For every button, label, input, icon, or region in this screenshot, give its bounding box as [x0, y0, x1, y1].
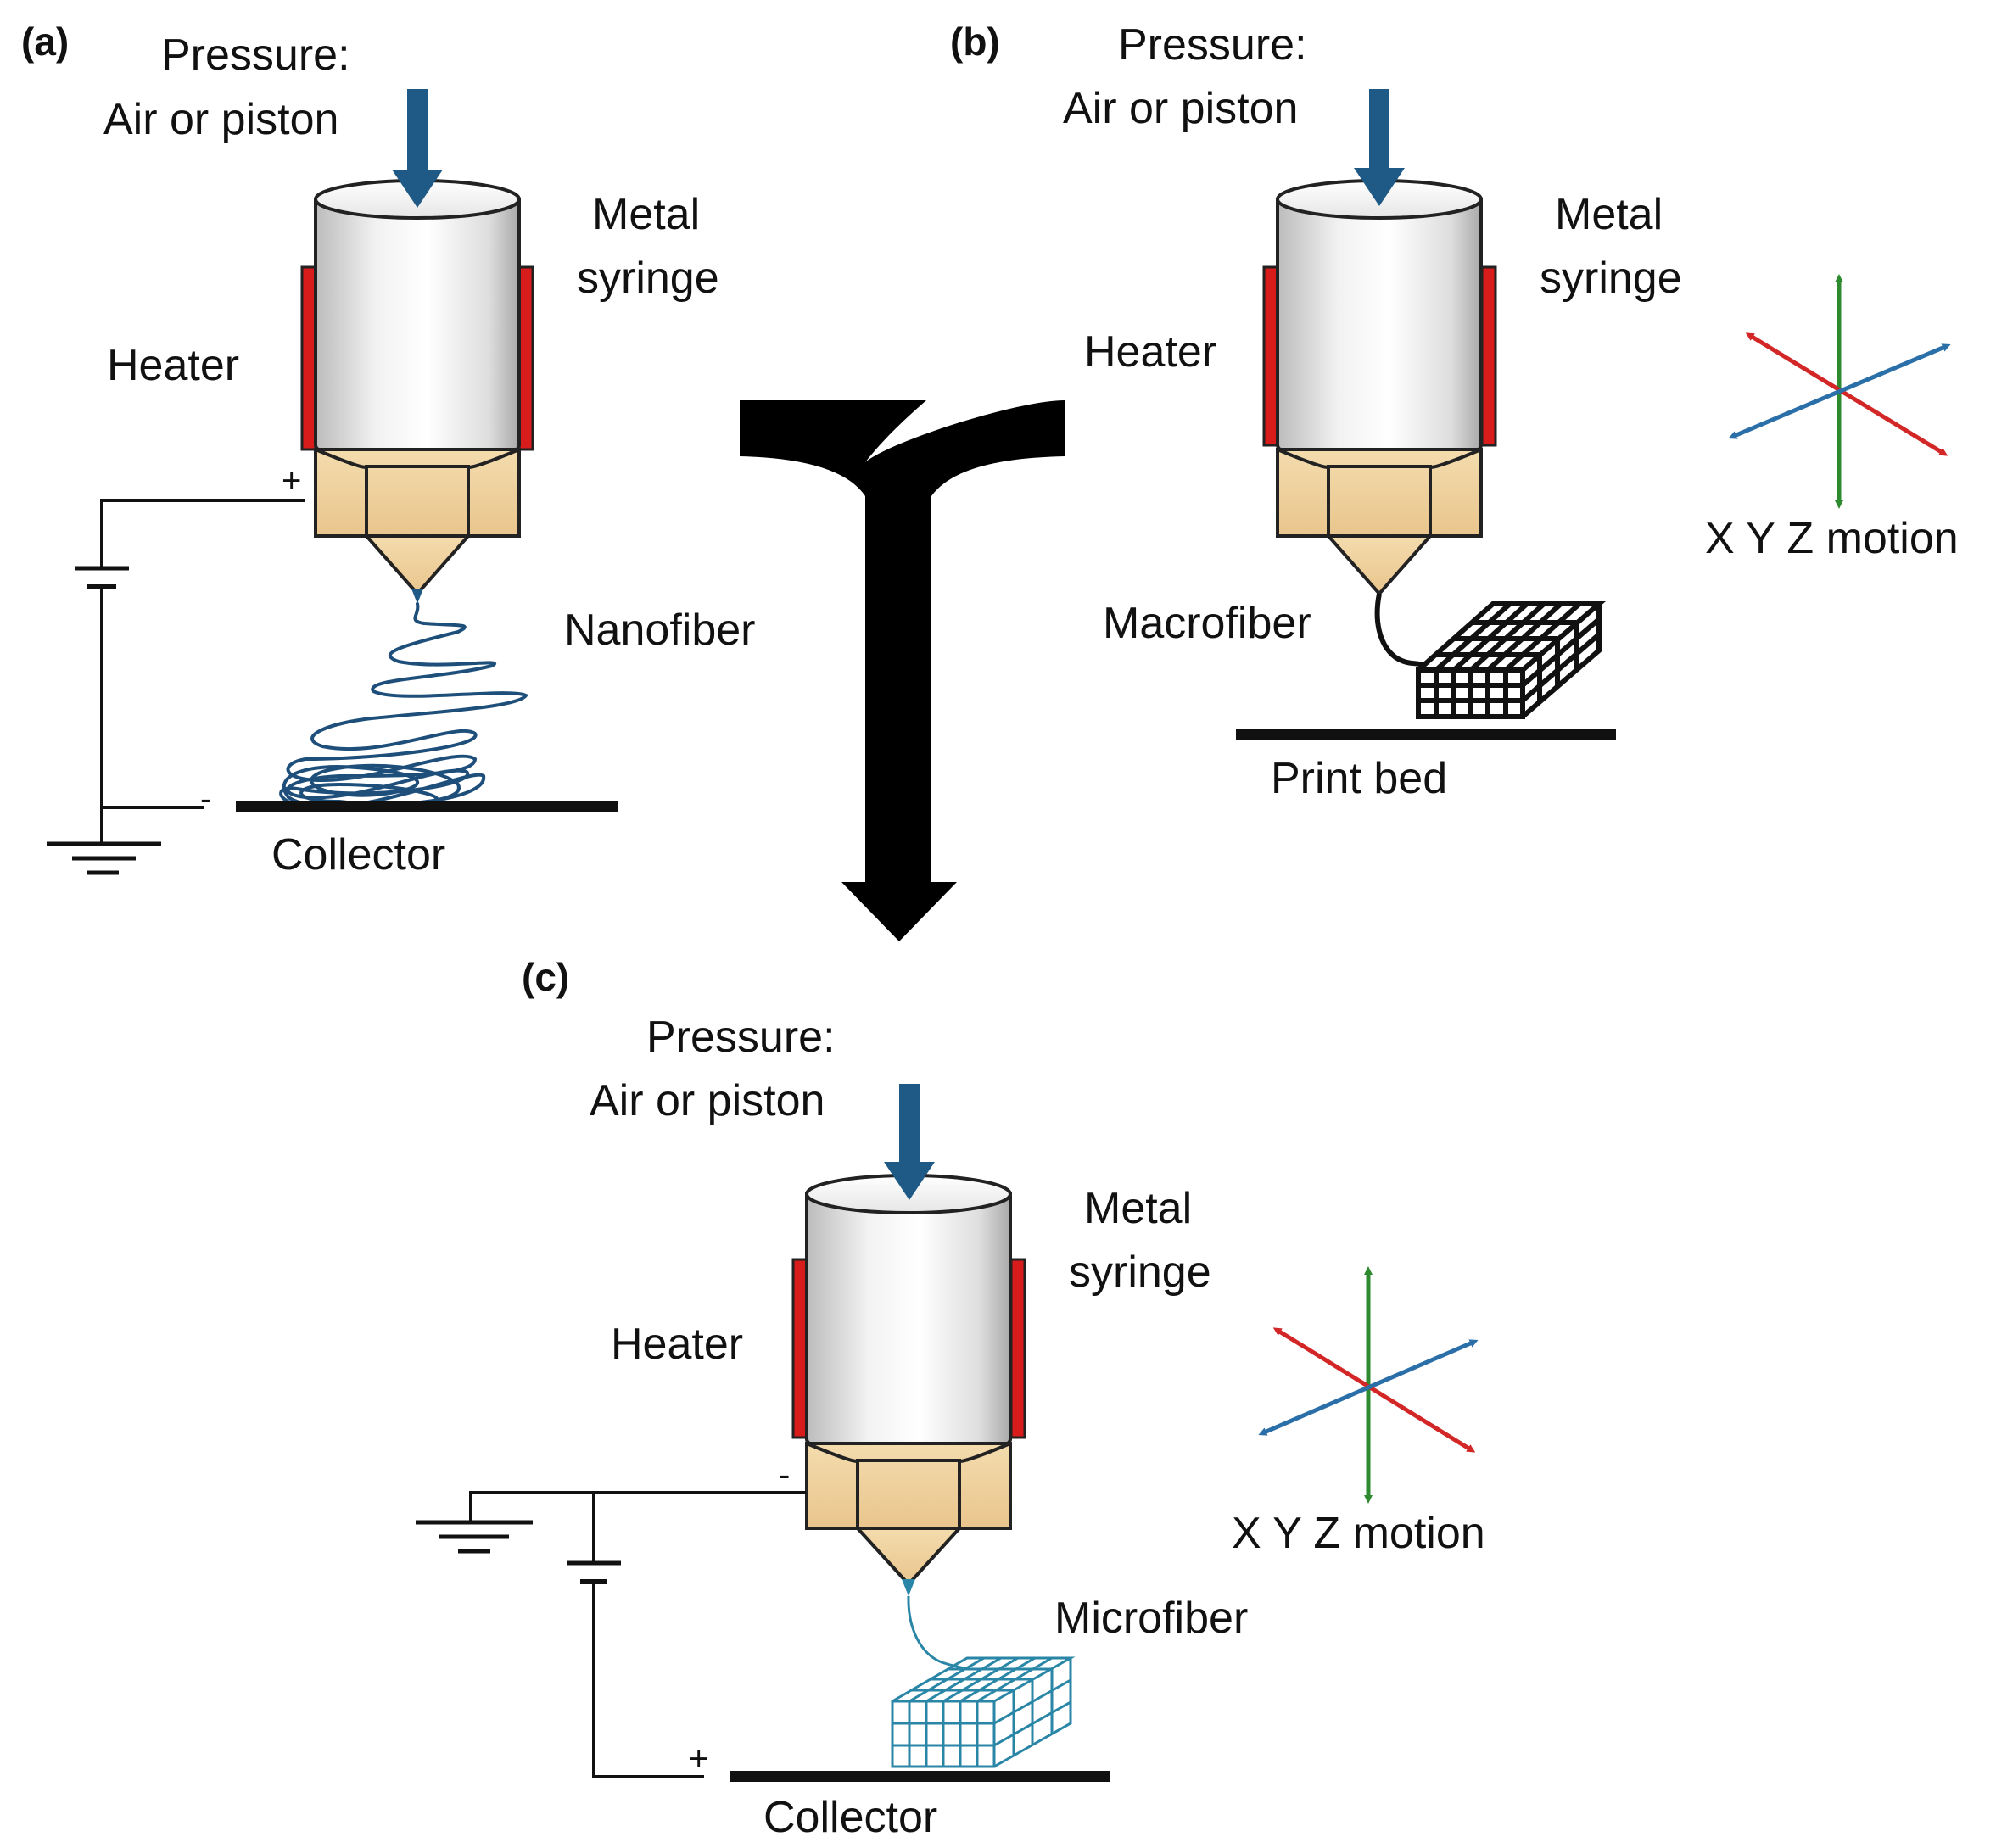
- panel-a-heater-right: [517, 265, 534, 451]
- panel-b-syringe-line2: syringe: [1540, 254, 1682, 303]
- panel-b-syringe: [1262, 179, 1497, 597]
- merge-arrow: [740, 400, 1065, 941]
- panel-a-syringe-body: [314, 198, 521, 466]
- panel-c-heater-right: [1009, 1258, 1026, 1439]
- panel-a-heater-label: Heater: [107, 341, 239, 390]
- panel-a-collector-plate: [236, 801, 618, 812]
- panel-a-syringe-line1: Metal: [592, 190, 700, 239]
- panel-b-pressure-arrow: [1354, 89, 1405, 206]
- panel-c: (c) Pressure: Air or piston Metal syring…: [416, 955, 1485, 1842]
- panel-c-pressure-arrow: [884, 1084, 935, 1200]
- panel-a-tag: (a): [21, 20, 69, 64]
- panel-c-collector-label: Collector: [763, 1793, 937, 1842]
- panel-c-pressure-line2: Air or piston: [590, 1076, 825, 1125]
- panel-c-heater-left: [791, 1258, 808, 1439]
- panel-b-tag: (b): [950, 20, 1000, 64]
- panel-a-circuit: [47, 499, 305, 875]
- panel-b: (b) Pressure: Air or piston Metal syring…: [950, 20, 1959, 803]
- panel-c-collector-plate: [730, 1771, 1110, 1782]
- panel-a-pressure-line2: Air or piston: [103, 95, 338, 144]
- panel-b-fiber-label: Macrofiber: [1103, 599, 1311, 648]
- panel-b-heater-right: [1480, 265, 1497, 447]
- panel-c-syringe: [791, 1174, 1026, 1596]
- panel-b-nozzle-tip: [1324, 534, 1434, 597]
- panel-a: (a) Pressure: Air or piston Metal syring…: [21, 20, 755, 879]
- panel-b-pressure-line1: Pressure:: [1118, 20, 1307, 70]
- panel-c-motion-label: X Y Z motion: [1232, 1509, 1485, 1558]
- panel-b-pressure-line2: Air or piston: [1063, 84, 1298, 133]
- panel-b-macrofiber: [1374, 593, 1427, 668]
- panel-c-circuit: [416, 1491, 806, 1778]
- panel-b-syringe-line1: Metal: [1555, 190, 1663, 239]
- panel-b-xyz-axes: [1728, 274, 1951, 509]
- panel-a-nozzle-sign: +: [282, 462, 301, 500]
- panel-a-syringe-line2: syringe: [577, 254, 719, 303]
- panel-a-nozzle-tip: [362, 534, 472, 597]
- panel-c-nozzle-sign: -: [779, 1456, 790, 1493]
- panel-c-tag: (c): [522, 955, 569, 999]
- panel-c-scaffold: [891, 1656, 1076, 1768]
- panel-b-heater-label: Heater: [1084, 327, 1216, 377]
- panel-b-bed-label: Print bed: [1271, 754, 1447, 803]
- panel-c-nozzle-tip: [853, 1527, 964, 1587]
- panel-c-microfiber: [907, 1595, 968, 1671]
- panel-a-pressure-line1: Pressure:: [161, 31, 350, 80]
- panel-a-fiber-label: Nanofiber: [564, 606, 755, 655]
- panel-b-syringe-body: [1276, 198, 1483, 466]
- panel-b-print-bed: [1236, 729, 1616, 740]
- panel-b-motion-label: X Y Z motion: [1705, 514, 1959, 563]
- panel-a-syringe: [300, 179, 534, 604]
- panel-a-collector-sign: -: [200, 780, 211, 818]
- panel-b-scaffold: [1416, 601, 1607, 719]
- panel-a-pressure-arrow: [392, 89, 443, 208]
- panel-a-nanofiber: [279, 602, 528, 812]
- panel-c-collector-sign: +: [689, 1740, 708, 1778]
- panel-c-heater-label: Heater: [611, 1320, 743, 1369]
- panel-c-syringe-body: [805, 1192, 1012, 1460]
- panel-c-syringe-line1: Metal: [1084, 1184, 1192, 1233]
- panel-c-syringe-line2: syringe: [1069, 1248, 1211, 1297]
- panel-b-heater-left: [1262, 265, 1279, 447]
- panel-a-collector-label: Collector: [271, 830, 445, 879]
- panel-a-heater-left: [300, 265, 317, 451]
- panel-c-pressure-line1: Pressure:: [646, 1013, 836, 1062]
- panel-c-fiber-label: Microfiber: [1054, 1594, 1248, 1643]
- panel-c-xyz-axes: [1258, 1266, 1479, 1504]
